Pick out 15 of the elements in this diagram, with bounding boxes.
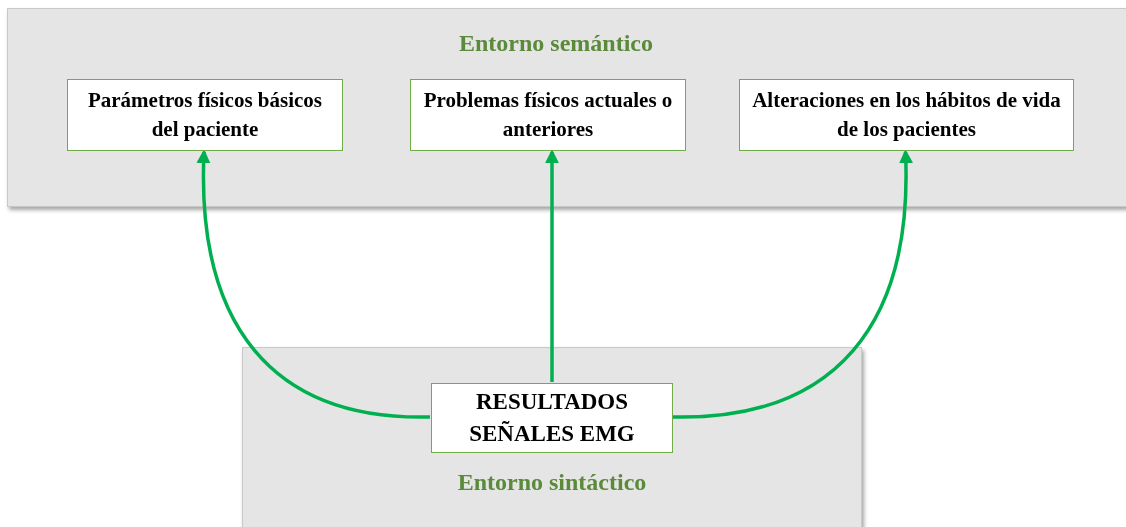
environment-panel: [7, 8, 1126, 207]
box-label: Problemas físicos actuales o anteriores: [422, 86, 674, 143]
panel-heading: Entorno semántico: [459, 31, 653, 55]
concept-box: [410, 79, 686, 151]
environment-panel: [242, 347, 862, 527]
panel-heading: Entorno sintáctico: [457, 470, 647, 494]
concept-box: [67, 79, 343, 151]
box-label: Parámetros físicos básicos del paciente: [86, 86, 324, 143]
concept-box: [431, 383, 673, 453]
arrow: [545, 149, 559, 382]
concept-box: [739, 79, 1074, 151]
arrow: [671, 149, 913, 419]
box-label: RESULTADOS SEÑALES EMG: [468, 387, 636, 448]
arrow: [196, 149, 431, 419]
box-label: Alteraciones en los hábitos de vida de los pacientes: [751, 86, 1062, 143]
